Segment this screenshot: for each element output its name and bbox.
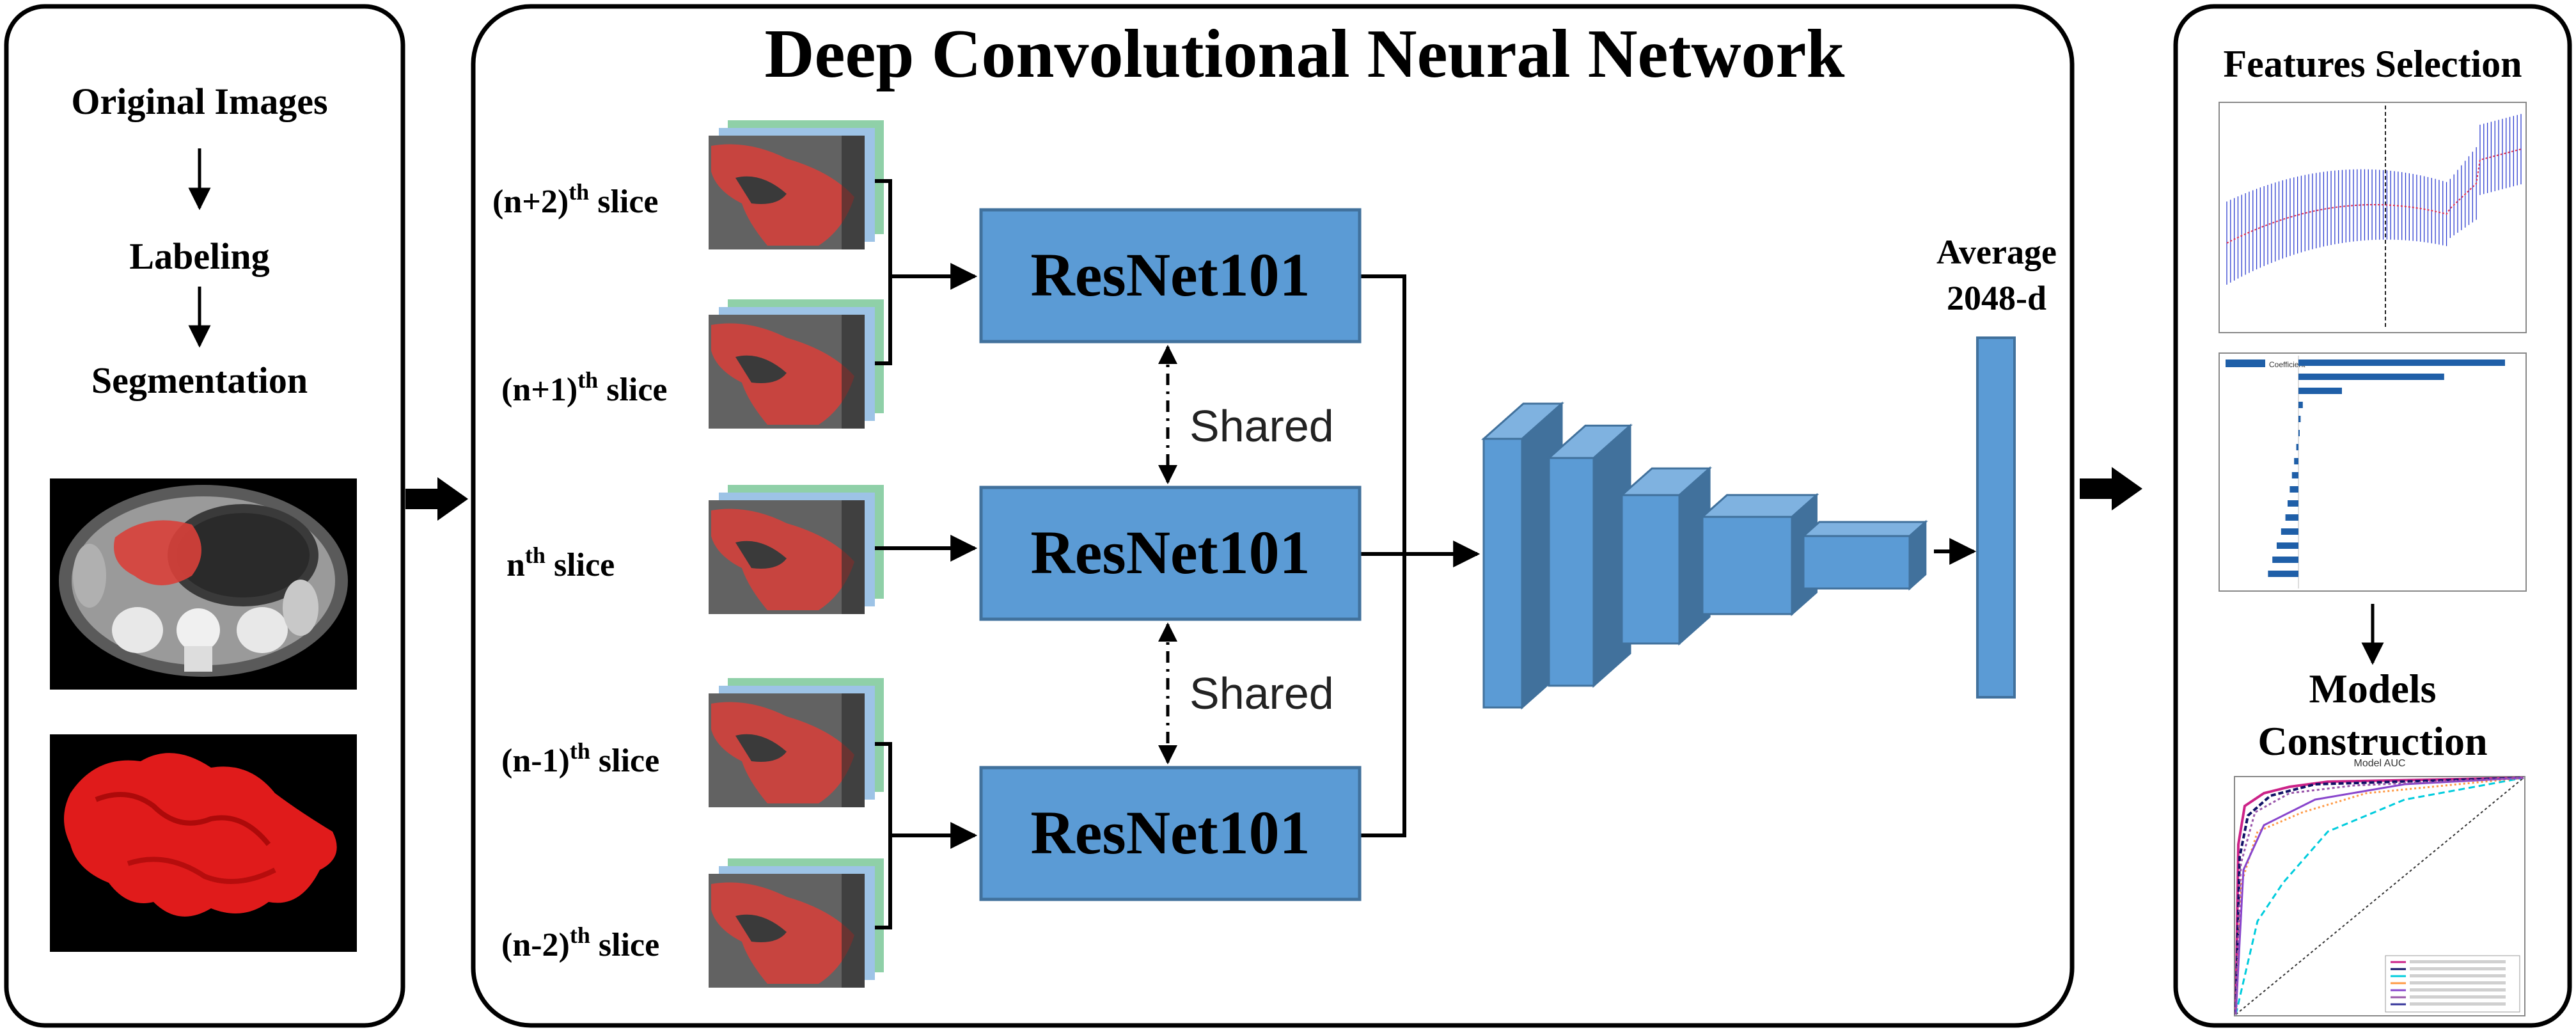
step-labeling: Labeling <box>129 235 269 277</box>
slice-label-n-plus-1: (n+1)th slice <box>501 367 668 408</box>
slice-stack-2 <box>709 299 884 429</box>
models-label-line1: Models <box>2309 666 2436 711</box>
average-vector-bar <box>1976 336 2016 699</box>
segmentation-3d-image <box>50 734 357 952</box>
slice-label-n-plus-2: (n+2)th slice <box>492 179 659 220</box>
conv-block-5 <box>1801 519 1928 591</box>
left-panel: Original Images Labeling Segmentation <box>4 4 405 1028</box>
shared-label-1: Shared <box>1190 401 1334 451</box>
average-dim-label: 2048-d <box>1947 279 2046 317</box>
ct-scan-image <box>50 478 357 690</box>
resnet-block-middle: ResNet101 <box>979 486 1362 621</box>
slice-label-n: nth slice <box>507 542 615 583</box>
slice-stack-1 <box>709 120 884 249</box>
models-label-line2: Construction <box>2258 718 2487 764</box>
roc-curve-plot: Model AUC <box>2234 758 2525 1016</box>
right-panel: Features Selection Coefficient Models Co… <box>2173 4 2572 1028</box>
shared-label-2: Shared <box>1190 668 1334 718</box>
slice-label-n-minus-2: (n-2)th slice <box>501 922 659 963</box>
step-segmentation: Segmentation <box>91 359 308 401</box>
svg-text:ResNet101: ResNet101 <box>1030 241 1310 309</box>
average-label: Average <box>1936 233 2057 271</box>
step-original-images: Original Images <box>71 81 327 122</box>
center-panel: Deep Convolutional Neural Network (n+2)t… <box>471 4 2075 1028</box>
resnet-block-top: ResNet101 <box>979 208 1362 344</box>
slice-stack-3 <box>709 485 884 614</box>
flow-arrow-2 <box>2080 467 2142 510</box>
coefficient-bar-plot: Coefficient <box>2219 352 2527 592</box>
svg-text:ResNet101: ResNet101 <box>1030 518 1310 587</box>
slice-label-n-minus-1: (n-1)th slice <box>501 738 659 779</box>
conv-feature-blocks <box>1481 401 1928 710</box>
conv-block-4 <box>1700 493 1819 617</box>
conv-block-3 <box>1619 466 1713 646</box>
lasso-cv-plot <box>2219 102 2527 333</box>
slice-stack-5 <box>709 858 884 988</box>
flow-arrow-1 <box>405 477 468 521</box>
cnn-title: Deep Convolutional Neural Network <box>765 16 1845 92</box>
coef-legend: Coefficient <box>2269 360 2305 369</box>
resnet-block-bottom: ResNet101 <box>979 766 1362 901</box>
roc-title: Model AUC <box>2354 758 2406 769</box>
svg-text:ResNet101: ResNet101 <box>1030 798 1310 867</box>
features-selection-title: Features Selection <box>2223 43 2522 85</box>
connector-lines <box>875 179 1480 929</box>
slice-image-stacks <box>709 120 884 988</box>
conv-block-2 <box>1546 423 1633 688</box>
slice-stack-4 <box>709 678 884 807</box>
